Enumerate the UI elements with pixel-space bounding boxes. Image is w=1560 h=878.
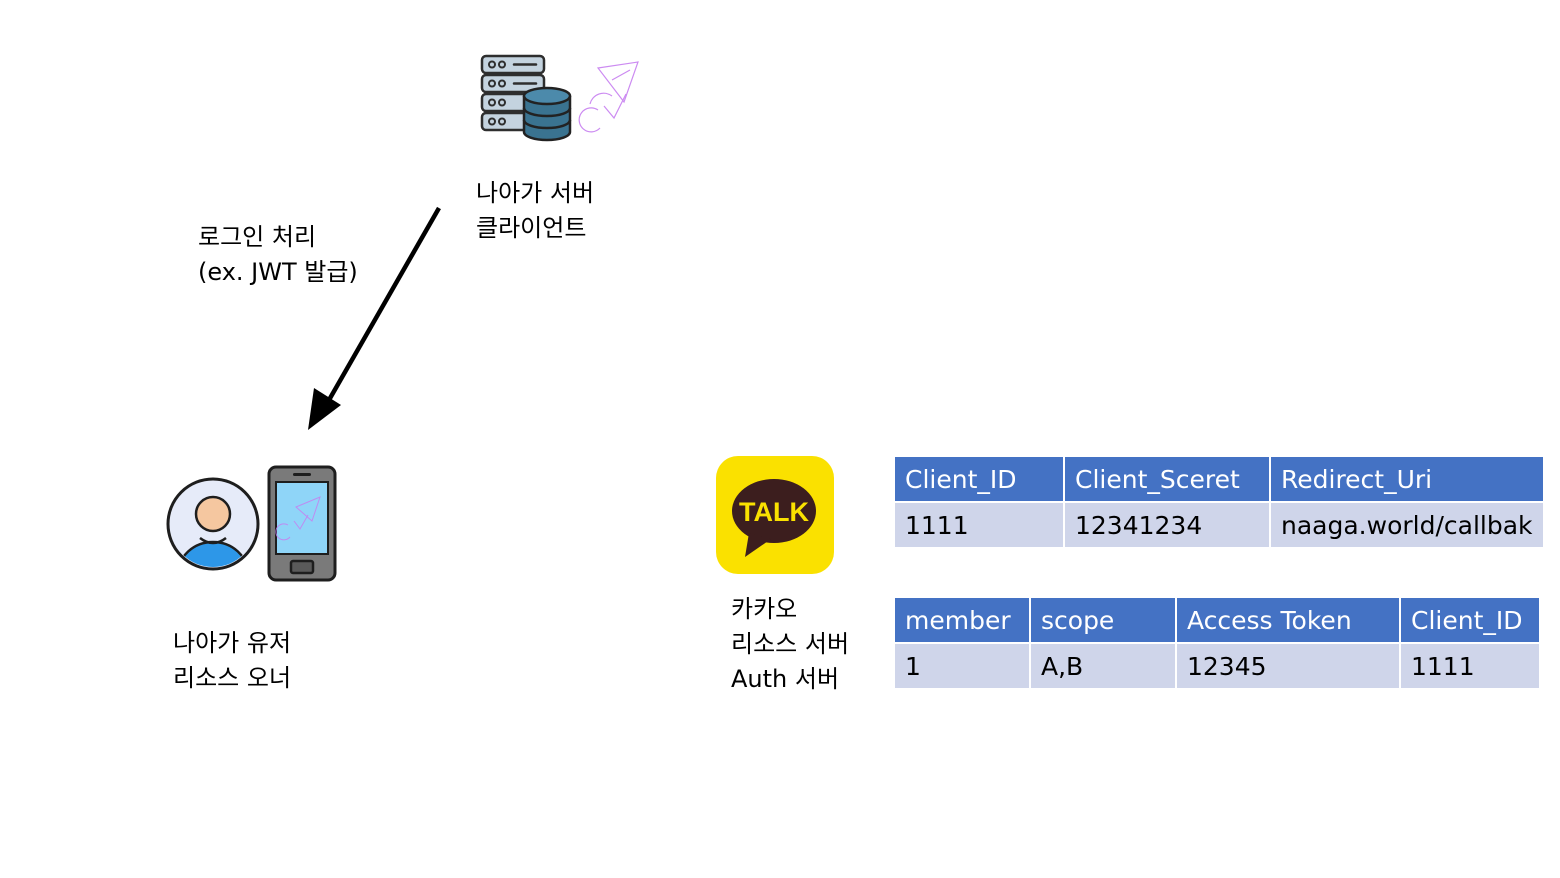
client-table-header-row: Client_ID Client_Sceret Redirect_Uri <box>895 457 1543 501</box>
kakaotalk-icon-text: TALK <box>739 497 809 527</box>
token-table-header-cell: scope <box>1031 598 1175 642</box>
arrow-label: 로그인 처리 (ex. JWT 발급) <box>198 220 358 290</box>
client-table-header-cell: Redirect_Uri <box>1271 457 1543 501</box>
server-label: 나아가 서버 클라이언트 <box>476 176 594 246</box>
token-table-cell: 1111 <box>1401 644 1539 688</box>
kakao-label-line-3: Auth 서버 <box>731 665 840 693</box>
client-table-cell: naaga.world/callbak <box>1271 503 1543 547</box>
token-table-header-row: member scope Access Token Client_ID <box>895 598 1539 642</box>
kakao-label-line-2: 리소스 서버 <box>731 630 850 658</box>
naaga-logo-icon <box>578 61 639 133</box>
login-arrow <box>308 206 441 430</box>
user-label-line-2: 리소스 오너 <box>173 664 292 692</box>
token-table-header-cell: Client_ID <box>1401 598 1539 642</box>
token-table-cell: 12345 <box>1177 644 1399 688</box>
table-row: 1111 12341234 naaga.world/callbak <box>895 503 1543 547</box>
token-table-header-cell: member <box>895 598 1029 642</box>
token-table-cell: 1 <box>895 644 1029 688</box>
kakao-label-line-1: 카카오 <box>731 595 798 623</box>
smartphone-icon <box>267 465 337 582</box>
client-table-cell: 1111 <box>895 503 1063 547</box>
server-label-line-1: 나아가 서버 <box>476 179 595 207</box>
arrow-label-line-1: 로그인 처리 <box>198 223 317 251</box>
user-label: 나아가 유저 리소스 오너 <box>173 626 291 696</box>
server-label-line-2: 클라이언트 <box>476 214 587 242</box>
kakaotalk-icon: TALK <box>716 456 834 574</box>
client-table: Client_ID Client_Sceret Redirect_Uri 111… <box>893 455 1545 549</box>
client-table-cell: 12341234 <box>1065 503 1269 547</box>
arrow-label-line-2: (ex. JWT 발급) <box>198 258 358 286</box>
client-table-header-cell: Client_Sceret <box>1065 457 1269 501</box>
user-label-line-1: 나아가 유저 <box>173 629 292 657</box>
server-database-icon <box>480 54 572 142</box>
token-table: member scope Access Token Client_ID 1 A,… <box>893 596 1541 690</box>
user-avatar-icon <box>166 477 260 571</box>
token-table-cell: A,B <box>1031 644 1175 688</box>
table-row: 1 A,B 12345 1111 <box>895 644 1539 688</box>
token-table-header-cell: Access Token <box>1177 598 1399 642</box>
kakao-label: 카카오 리소스 서버 Auth 서버 <box>731 592 849 697</box>
client-table-header-cell: Client_ID <box>895 457 1063 501</box>
